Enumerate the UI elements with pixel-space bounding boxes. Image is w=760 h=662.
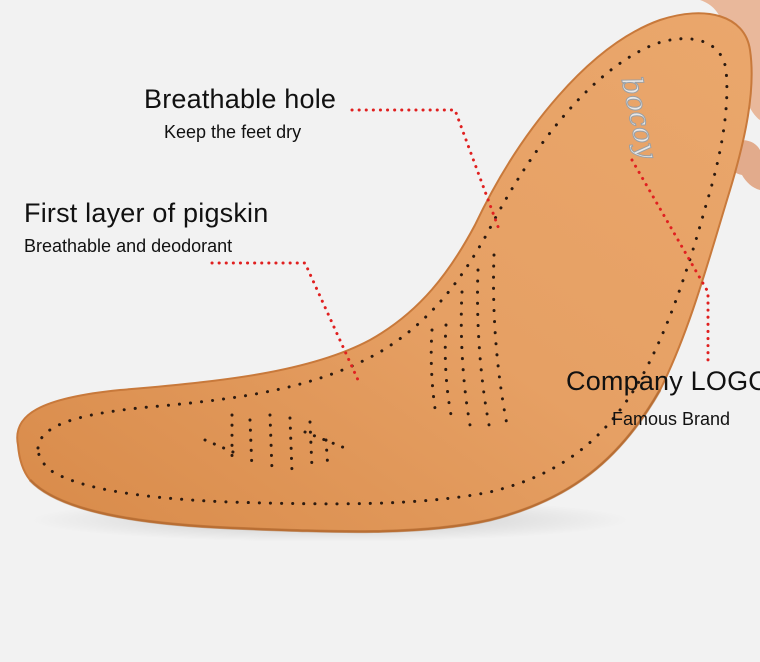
perimeter-holes [36,37,729,506]
insole-edge [28,389,662,534]
pigskin-title: First layer of pigskin [24,198,269,228]
forefoot-holes [203,413,347,474]
breathable-hole-subtitle: Keep the feet dry [164,122,302,142]
leader-breathable-hole [350,108,502,234]
breathable-hole-title: Breathable hole [144,84,337,114]
leader-lines [210,108,710,382]
pigskin-subtitle: Breathable and deodorant [24,236,233,256]
leader-pigskin [210,261,360,382]
arch-holes [429,253,510,432]
company-logo-title: Company LOGO [566,366,760,396]
leader-logo [630,158,710,362]
company-logo-subtitle: Famous Brand [612,409,731,429]
